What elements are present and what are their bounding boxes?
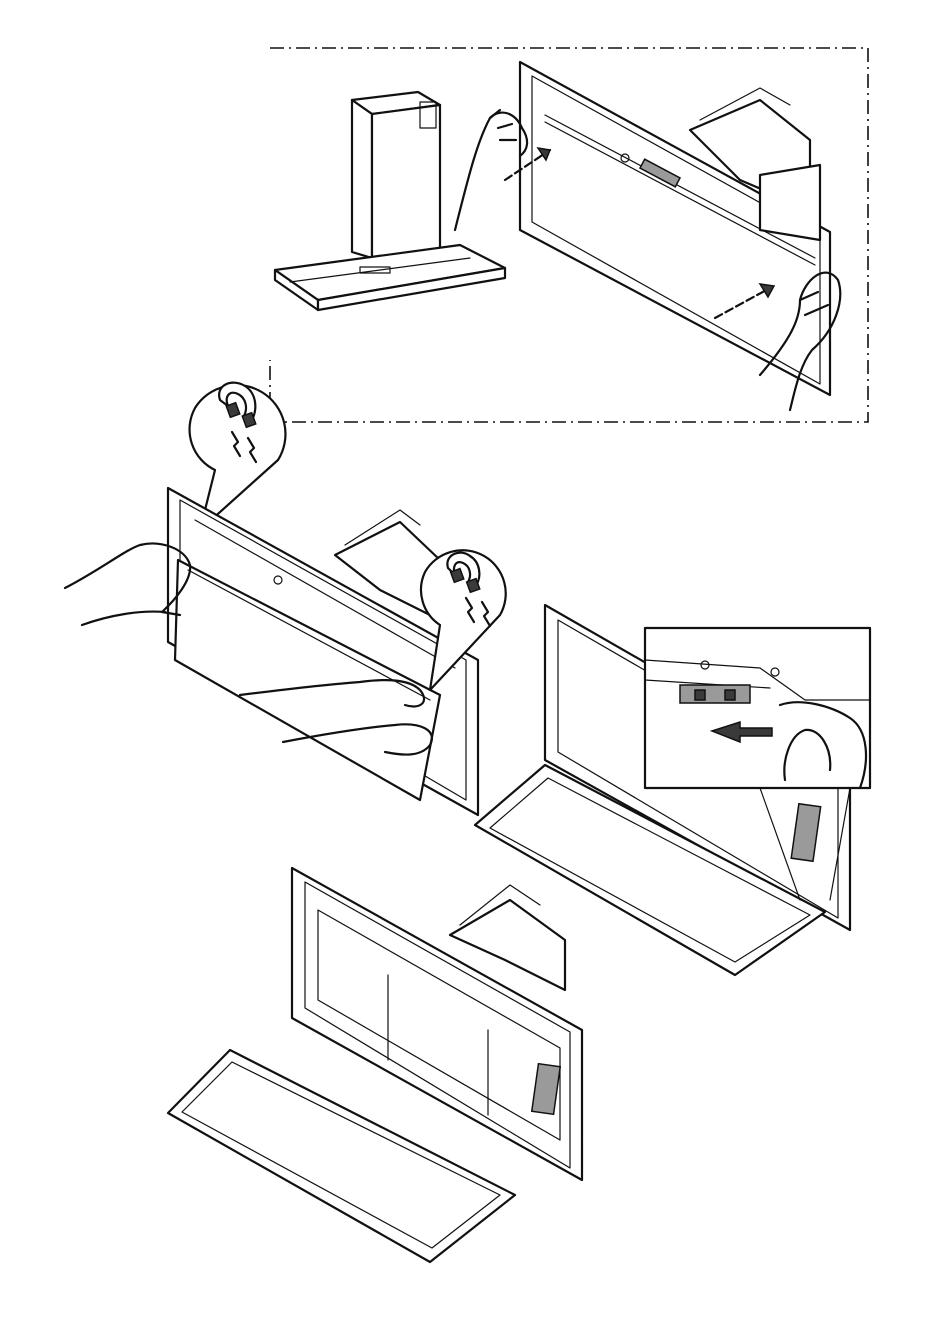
- step-4-panel: [168, 868, 582, 1262]
- latch-icon: [680, 685, 750, 703]
- step-2-panel: [65, 383, 506, 815]
- step-1-panel: [270, 48, 868, 422]
- chimney-hood-icon: [275, 92, 505, 310]
